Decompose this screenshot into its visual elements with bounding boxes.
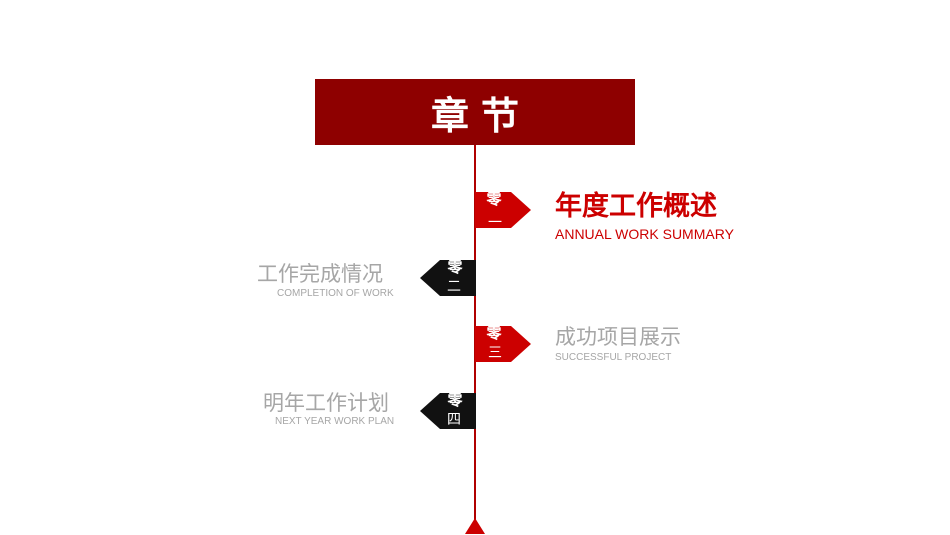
- tag-top-text: 零: [486, 192, 502, 208]
- item-subtitle-4: NEXT YEAR WORK PLAN: [275, 416, 395, 427]
- tag-number: 四: [447, 412, 461, 428]
- section-header: 章节: [315, 79, 635, 145]
- tag-number: 一: [488, 215, 502, 228]
- tag-item-1[interactable]: 零 一: [475, 192, 531, 228]
- arrow-left-icon: [420, 260, 476, 296]
- tag-item-3[interactable]: 零 三: [475, 326, 531, 362]
- tag-item-2[interactable]: 零 二: [420, 260, 476, 296]
- tag-item-4[interactable]: 零 四: [420, 393, 476, 429]
- item-subtitle-3: SUCCESSFUL PROJECT: [555, 352, 672, 363]
- section-title: 章节: [430, 93, 531, 138]
- item-subtitle-2: COMPLETION OF WORK: [277, 288, 394, 299]
- arrow-right-icon: [475, 326, 531, 362]
- item-title-3[interactable]: 成功项目展示: [555, 325, 681, 349]
- item-title-1[interactable]: 年度工作概述: [555, 191, 717, 222]
- tag-number: 二: [447, 279, 461, 295]
- arrow-right-icon: [475, 192, 531, 228]
- item-title-4[interactable]: 明年工作计划: [263, 391, 389, 415]
- item-title-2[interactable]: 工作完成情况: [257, 262, 383, 286]
- tag-top-text: 零: [447, 393, 463, 409]
- tag-number: 三: [488, 345, 502, 361]
- arrow-left-icon: [420, 393, 476, 429]
- timeline-arrow-icon: [465, 518, 485, 534]
- tag-top-text: 零: [447, 260, 463, 276]
- tag-top-text: 零: [486, 326, 502, 342]
- item-subtitle-1: ANNUAL WORK SUMMARY: [555, 226, 734, 242]
